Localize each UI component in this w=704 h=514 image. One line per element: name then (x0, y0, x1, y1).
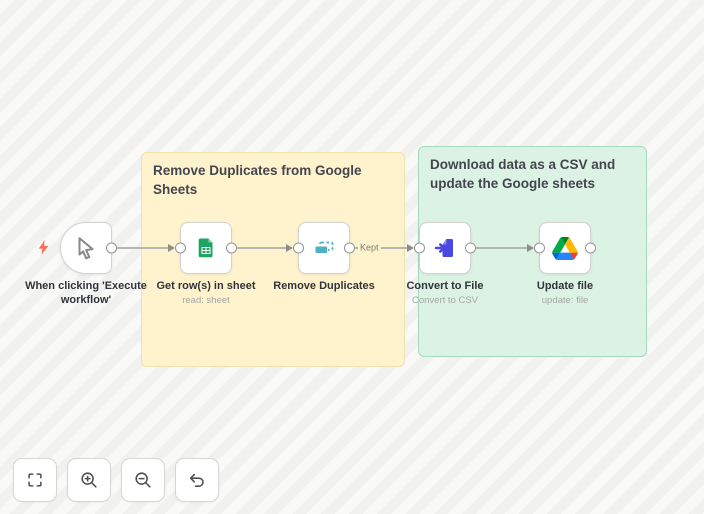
connection-line (475, 247, 530, 249)
input-port[interactable] (175, 242, 186, 254)
node-caption-convert: Convert to File Convert to CSV (375, 279, 515, 306)
google-drive-icon (552, 236, 578, 260)
connection-trigger-to-getrows[interactable] (112, 243, 180, 253)
input-port[interactable] (534, 242, 545, 254)
connection-removedup-to-convert[interactable]: Kept (350, 243, 419, 253)
undo-icon (187, 470, 207, 490)
connection-line (116, 247, 171, 249)
output-port[interactable] (106, 242, 117, 254)
node-google-drive-update-file[interactable] (534, 222, 596, 274)
input-port[interactable] (293, 242, 304, 254)
connection-arrow-icon (286, 244, 293, 252)
node-caption-getrows: Get row(s) in sheet read: sheet (136, 279, 276, 306)
sticky-title: Download data as a CSV and update the Go… (430, 157, 616, 192)
node-name: Update file (536, 280, 594, 292)
node-name: Remove Duplicates (273, 280, 375, 292)
connection-line (354, 247, 410, 249)
node-subtitle: read: sheet (182, 295, 230, 307)
connection-arrow-icon (168, 244, 175, 252)
node-caption-update: Update file update: file (495, 279, 635, 306)
connection-line (236, 247, 289, 249)
node-name: Convert to File (406, 280, 484, 292)
connection-getrows-to-removedup[interactable] (232, 243, 298, 253)
connection-arrow-icon (407, 244, 414, 252)
node-manual-trigger[interactable] (60, 222, 117, 274)
zoom-in-button[interactable] (67, 458, 111, 502)
google-sheets-icon (194, 236, 218, 260)
node-caption-trigger: When clicking 'Execute workflow' (21, 279, 151, 307)
zoom-in-icon (79, 470, 99, 490)
node-subtitle: update: file (541, 295, 589, 307)
node-subtitle: Convert to CSV (412, 295, 478, 307)
node-remove-duplicates[interactable] (293, 222, 355, 274)
output-port[interactable] (585, 242, 596, 254)
node-name: Get row(s) in sheet (156, 280, 256, 292)
output-port[interactable] (344, 242, 355, 254)
output-port[interactable] (465, 242, 476, 254)
fit-view-icon (25, 470, 45, 490)
connection-arrow-icon (527, 244, 534, 252)
zoom-out-button[interactable] (121, 458, 165, 502)
connection-output-label: Kept (358, 242, 381, 253)
node-convert-to-file[interactable] (414, 222, 476, 274)
lightning-bolt-icon (37, 240, 49, 255)
node-caption-removedup: Remove Duplicates (254, 279, 394, 293)
remove-duplicates-icon (311, 235, 337, 261)
cursor-arrow-icon (73, 235, 99, 261)
undo-button[interactable] (175, 458, 219, 502)
node-name: When clicking 'Execute workflow' (25, 280, 147, 307)
input-port[interactable] (414, 242, 425, 254)
connection-convert-to-update[interactable] (471, 243, 539, 253)
convert-to-file-icon (432, 235, 458, 261)
sticky-title: Remove Duplicates from Google Sheets (153, 163, 362, 198)
zoom-out-icon (133, 470, 153, 490)
output-port[interactable] (226, 242, 237, 254)
node-google-sheets-get-rows[interactable] (175, 222, 237, 274)
fit-view-button[interactable] (13, 458, 57, 502)
